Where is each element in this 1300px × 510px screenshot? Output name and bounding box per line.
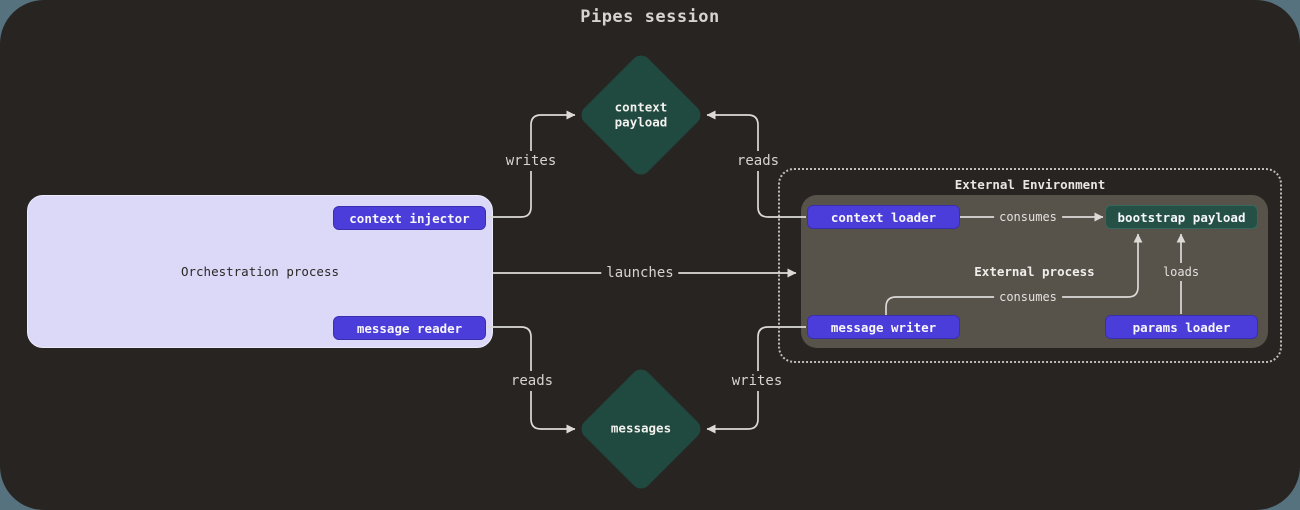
- bootstrap-payload-node: bootstrap payload: [1105, 205, 1258, 229]
- message-writer-node: message writer: [807, 315, 960, 339]
- external-environment-box: External Environment: [778, 168, 1282, 363]
- params-loader-node: params loader: [1105, 315, 1258, 339]
- context-loader-node: context loader: [807, 205, 960, 229]
- edge-label-writes-bottom: writes: [726, 371, 788, 391]
- context-payload-label: context payload: [614, 99, 668, 129]
- context-injector-node: context injector: [333, 206, 486, 230]
- edge-label-consumes-loader: consumes: [994, 208, 1062, 226]
- edge-label-reads-top: reads: [731, 151, 785, 171]
- orchestration-process-label: Orchestration process: [180, 264, 340, 279]
- orchestration-process-box: Orchestration process context injector m…: [27, 195, 493, 348]
- context-payload-node: context payload: [577, 51, 705, 179]
- edge-label-consumes-writer: consumes: [994, 288, 1062, 306]
- messages-node: messages: [577, 365, 705, 493]
- edge-label-writes-top: writes: [500, 151, 562, 171]
- edge-label-launches: launches: [601, 263, 679, 283]
- external-environment-label: External Environment: [954, 177, 1106, 192]
- edge-label-loads: loads: [1157, 263, 1205, 281]
- messages-label: messages: [610, 420, 672, 436]
- message-reader-node: message reader: [333, 316, 486, 340]
- diagram-title: Pipes session: [580, 7, 720, 27]
- edge-label-reads-bottom: reads: [505, 371, 559, 391]
